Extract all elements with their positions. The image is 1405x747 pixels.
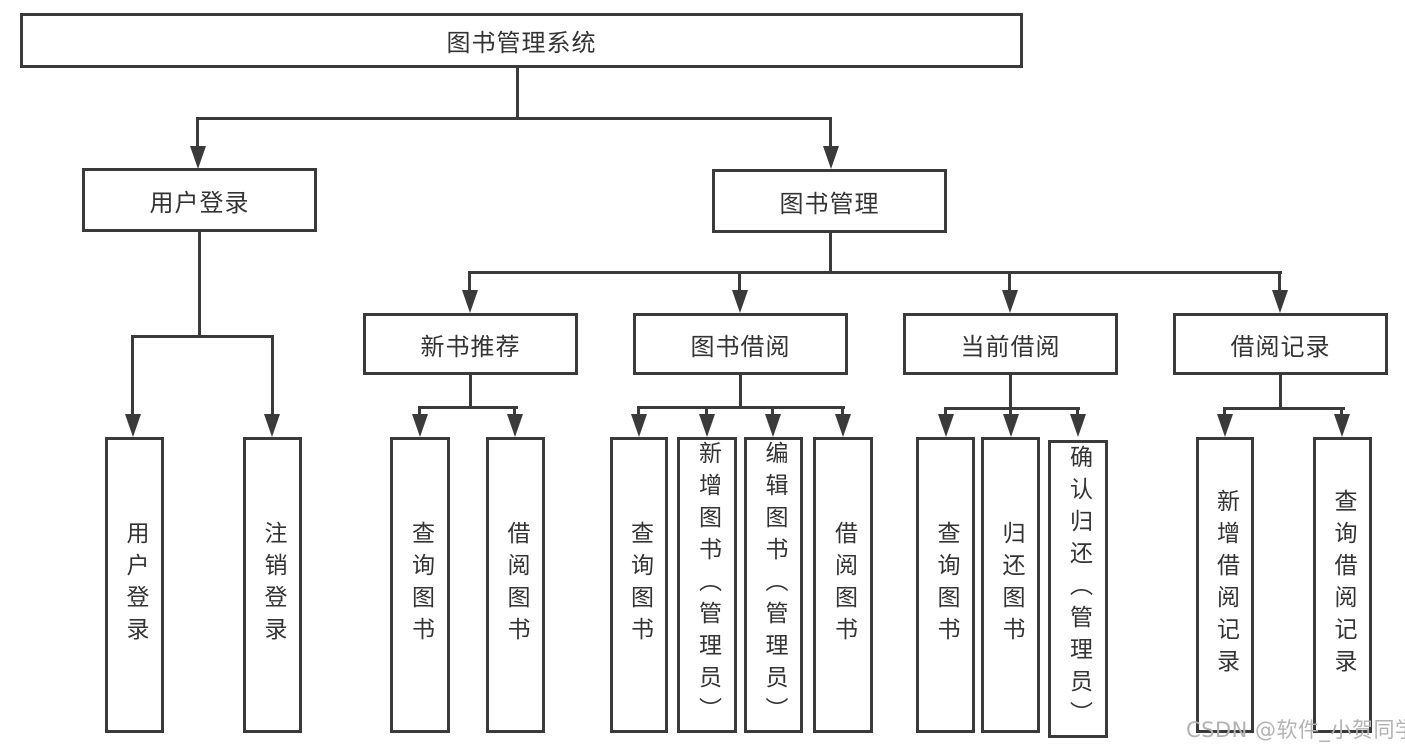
leaf-bb-edit-book-admin: 编辑图书（管理员） <box>744 437 803 733</box>
arrowhead <box>462 290 478 313</box>
connector-userlogin-drop-1 <box>131 335 134 414</box>
connector-records-stem <box>1279 375 1282 410</box>
connector-newbook-drop-2 <box>513 406 516 418</box>
leaf-cb-search-book: 查询图书 <box>916 437 975 733</box>
csdn-watermark: CSDN @软件_小贺同学 <box>1186 718 1405 742</box>
arrowhead <box>835 414 851 437</box>
connector-bookborrow-stem <box>739 375 742 409</box>
leaf-cb-confirm-return-admin: 确认归还（管理员） <box>1048 440 1108 738</box>
arrowhead <box>732 290 748 313</box>
connector-currentborrow-hline <box>944 407 1080 410</box>
leaf-bb-borrow-book: 借阅图书 <box>813 437 873 733</box>
connector-root-drop-right <box>829 117 832 150</box>
arrowhead <box>699 414 715 437</box>
connector-records-drop-1 <box>1223 407 1226 418</box>
node-book-management-label: 图书管理 <box>779 189 880 218</box>
arrowhead <box>1217 414 1233 437</box>
connector-records-drop-2 <box>1340 407 1343 418</box>
leaf-br-add-record-label: 新增借阅记录 <box>1212 489 1239 681</box>
leaf-br-add-record: 新增借阅记录 <box>1196 437 1254 733</box>
leaf-bb-search-book-label: 查询图书 <box>626 521 653 649</box>
connector-bookborrow-hline <box>637 406 845 409</box>
arrowhead <box>190 146 206 169</box>
node-book-management: 图书管理 <box>712 169 947 233</box>
connector-bookmgmt-stem <box>829 233 832 273</box>
arrowhead <box>823 146 839 169</box>
arrowhead <box>765 414 781 437</box>
node-current-borrow: 当前借阅 <box>903 313 1118 375</box>
leaf-br-search-record-label: 查询借阅记录 <box>1330 489 1356 681</box>
connector-records-hline <box>1223 407 1345 410</box>
connector-root-drop-left <box>196 117 199 150</box>
arrowhead <box>507 414 523 437</box>
connector-bookmgmt-drop-2 <box>738 271 741 291</box>
connector-newbook-hline <box>418 406 518 409</box>
leaf-bb-add-book-admin: 新增图书（管理员） <box>677 437 737 733</box>
node-book-borrow-label: 图书借阅 <box>690 332 791 361</box>
node-current-borrow-label: 当前借阅 <box>960 332 1061 361</box>
connector-bookborrow-drop-4 <box>841 406 844 418</box>
arrowhead <box>631 414 647 437</box>
connector-userlogin-drop-2 <box>271 335 274 414</box>
connector-root-hline <box>196 117 832 120</box>
connector-bookborrow-drop-3 <box>771 406 774 418</box>
connector-bookmgmt-drop-3 <box>1008 271 1011 291</box>
connector-bookborrow-drop-1 <box>637 406 640 418</box>
leaf-nb-search-book: 查询图书 <box>390 437 450 733</box>
leaf-nb-borrow-book-label: 借阅图书 <box>503 521 529 649</box>
node-user-login-label: 用户登录 <box>149 188 250 217</box>
leaf-bb-edit-book-admin-label: 编辑图书（管理员） <box>761 441 787 729</box>
node-new-book-recommend-label: 新书推荐 <box>420 332 521 361</box>
connector-userlogin-hline <box>131 335 274 338</box>
leaf-user-login-label: 用户登录 <box>122 521 148 649</box>
arrowhead <box>1003 414 1019 437</box>
connector-currentborrow-drop-1 <box>944 407 947 418</box>
leaf-cb-search-book-label: 查询图书 <box>933 521 959 649</box>
node-root: 图书管理系统 <box>20 13 1023 68</box>
connector-newbook-drop-1 <box>418 406 421 418</box>
leaf-bb-add-book-admin-label: 新增图书（管理员） <box>694 441 721 729</box>
leaf-br-search-record: 查询借阅记录 <box>1313 437 1372 733</box>
connector-root-stem <box>516 68 519 119</box>
arrowhead <box>1334 414 1350 437</box>
node-user-login: 用户登录 <box>82 168 317 232</box>
leaf-bb-borrow-book-label: 借阅图书 <box>830 521 857 649</box>
arrowhead <box>125 414 141 437</box>
connector-newbook-stem <box>469 375 472 409</box>
connector-currentborrow-drop-2 <box>1009 407 1012 418</box>
leaf-nb-borrow-book: 借阅图书 <box>486 437 545 733</box>
connector-bookmgmt-drop-1 <box>468 271 471 291</box>
connector-bookmgmt-hline <box>468 271 1282 274</box>
node-book-borrow: 图书借阅 <box>633 313 848 375</box>
leaf-cb-confirm-return-admin-label: 确认归还（管理员） <box>1065 445 1092 733</box>
arrowhead <box>938 414 954 437</box>
leaf-logout: 注销登录 <box>243 437 302 733</box>
connector-currentborrow-stem <box>1009 375 1012 410</box>
connector-userlogin-stem <box>198 232 201 337</box>
node-new-book-recommend: 新书推荐 <box>363 313 578 375</box>
node-root-label: 图书管理系统 <box>446 29 597 57</box>
connector-currentborrow-drop-3 <box>1076 407 1079 418</box>
leaf-cb-return-book-label: 归还图书 <box>998 521 1024 649</box>
leaf-logout-label: 注销登录 <box>260 521 286 649</box>
arrowhead <box>1002 290 1018 313</box>
leaf-nb-search-book-label: 查询图书 <box>407 521 434 649</box>
connector-bookmgmt-drop-4 <box>1278 271 1281 291</box>
arrowhead <box>1070 414 1086 437</box>
node-borrow-records: 借阅记录 <box>1173 313 1388 375</box>
leaf-user-login: 用户登录 <box>105 437 164 733</box>
connector-bookborrow-drop-2 <box>705 406 708 418</box>
leaf-cb-return-book: 归还图书 <box>981 437 1040 733</box>
node-borrow-records-label: 借阅记录 <box>1230 332 1331 361</box>
arrowhead <box>264 414 280 437</box>
arrowhead <box>1272 290 1288 313</box>
arrowhead <box>412 414 428 437</box>
leaf-bb-search-book: 查询图书 <box>610 437 668 733</box>
